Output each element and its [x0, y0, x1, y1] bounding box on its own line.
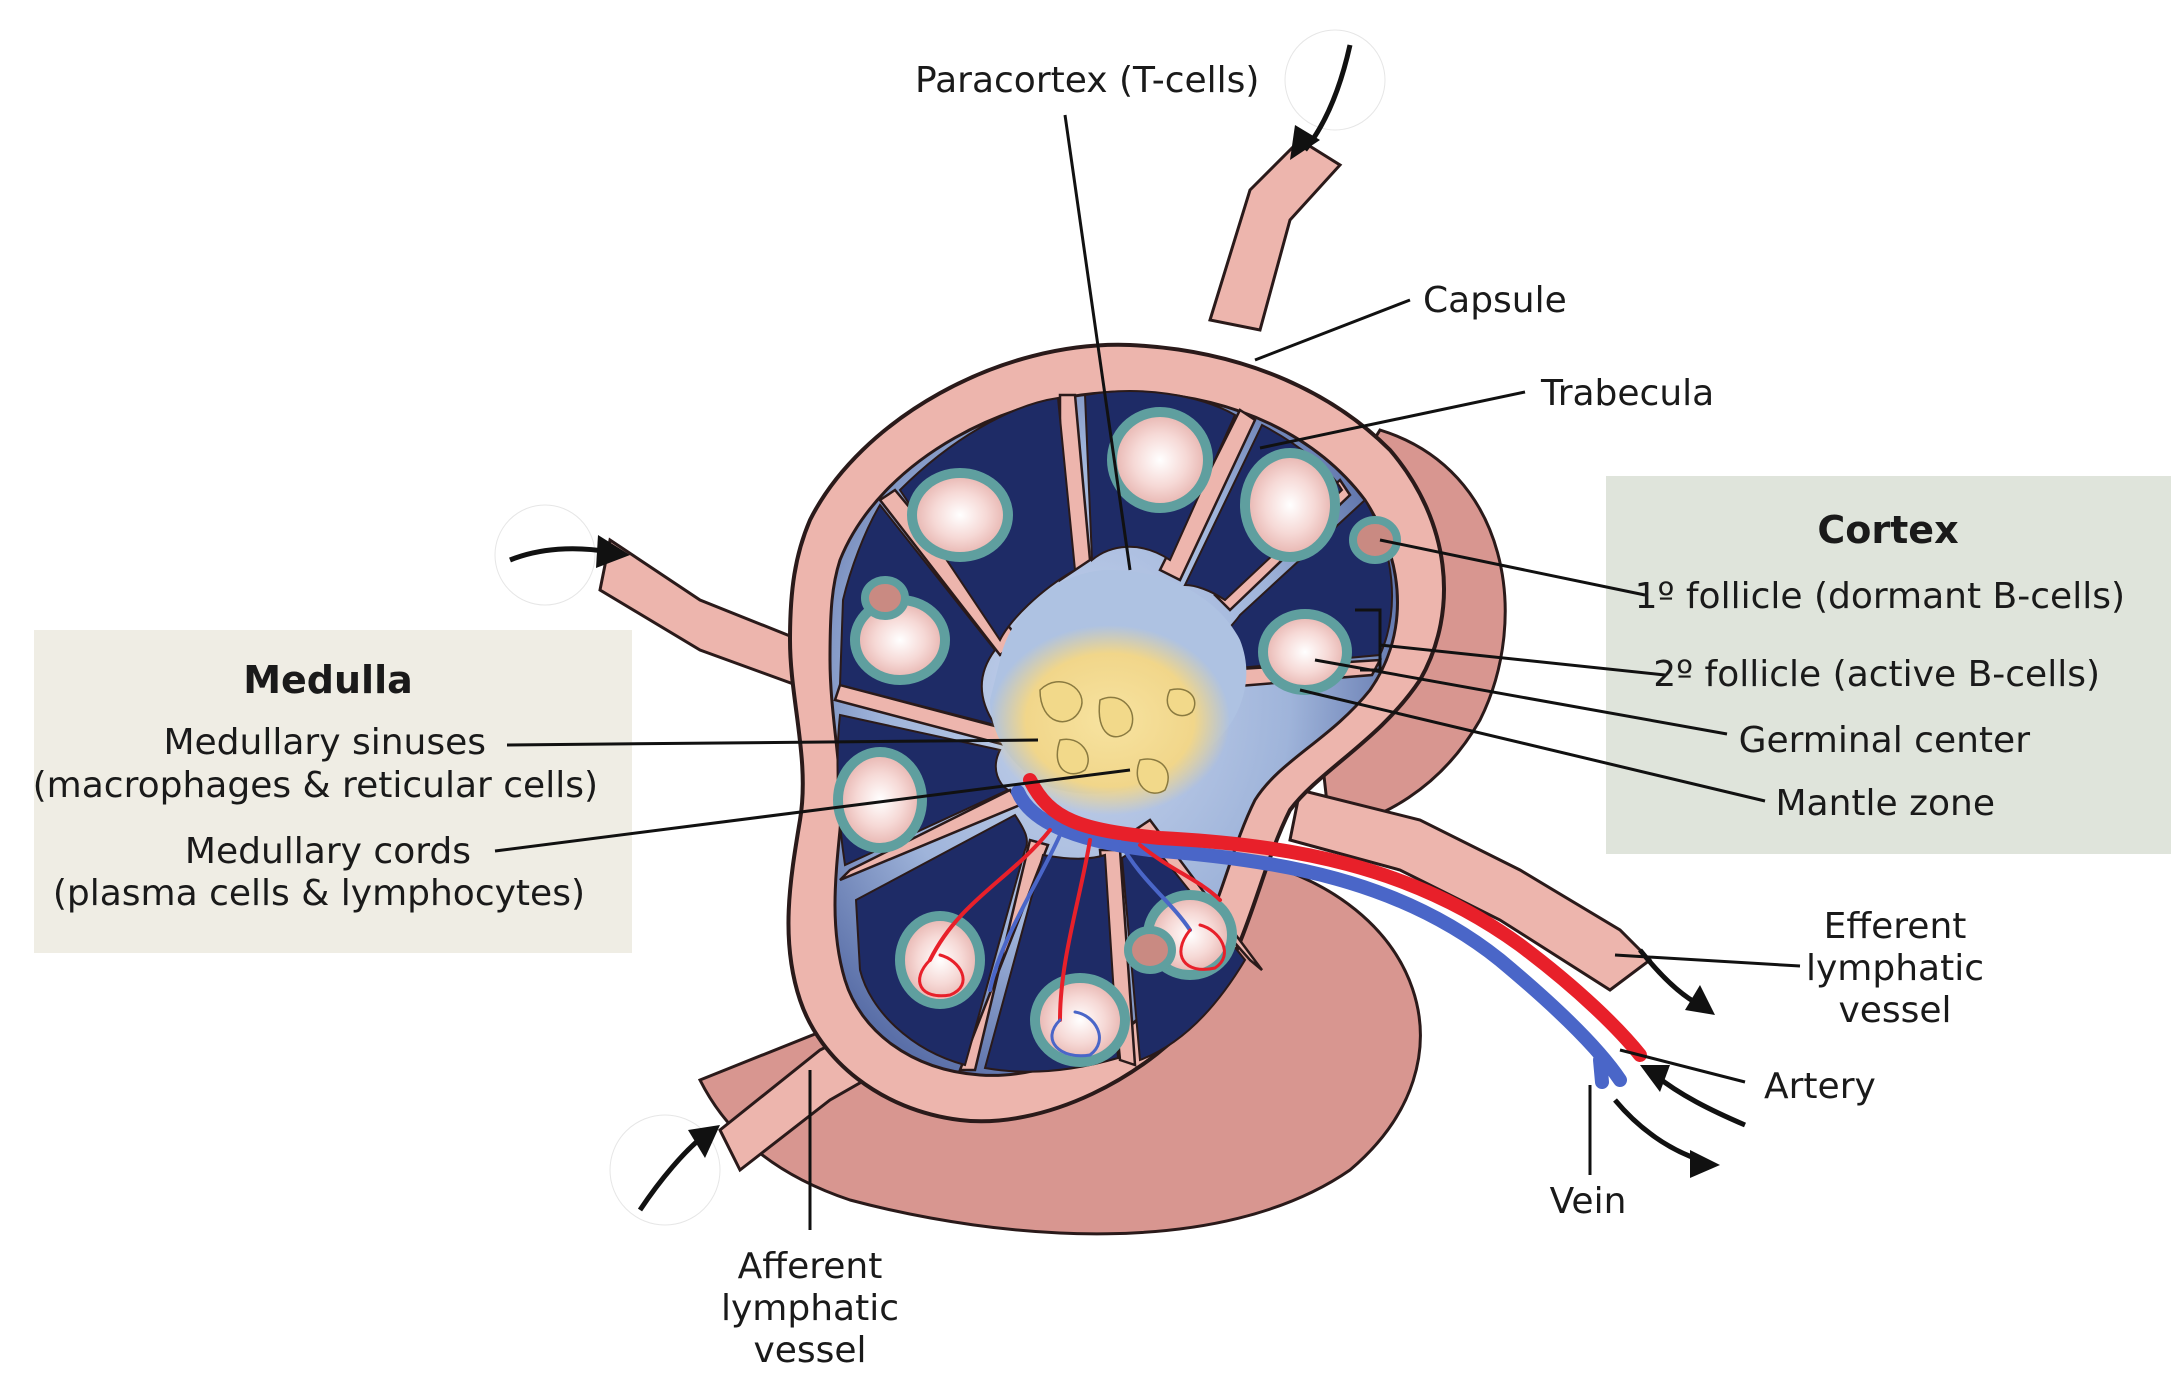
follicle [907, 468, 1013, 562]
medulla-box [34, 630, 632, 953]
label-secondary-follicle: 2º follicle (active B-cells) [1653, 654, 2100, 695]
follicle [833, 747, 927, 853]
vein-vessel [1011, 785, 1627, 1087]
follicle [1258, 609, 1352, 695]
label-vein: Vein [1550, 1181, 1627, 1222]
medulla-title: Medulla [243, 658, 413, 702]
primary-follicles [861, 516, 1401, 974]
leader-lines [494, 114, 1801, 1230]
label-capsule: Capsule [1423, 280, 1567, 321]
blood-vessels [918, 773, 1647, 1087]
artery-vessel [1023, 773, 1647, 1062]
efferent-vessel [1288, 788, 1653, 992]
label-medullary-sinuses-1: Medullary sinuses [163, 722, 486, 763]
label-efferent-3: vessel [1838, 990, 1951, 1031]
follicle [895, 911, 985, 1009]
secondary-follicles [833, 407, 1352, 1067]
vein-tip [1593, 1053, 1609, 1089]
label-afferent-1: Afferent [738, 1246, 883, 1287]
label-primary-follicle: 1º follicle (dormant B-cells) [1635, 576, 2125, 617]
follicle [1107, 407, 1213, 513]
primary-follicle [861, 576, 909, 620]
label-afferent-2: lymphatic [721, 1288, 899, 1329]
cortex-box [1606, 476, 2171, 854]
label-efferent-1: Efferent [1824, 906, 1967, 947]
afferent-vessel-top [1208, 138, 1343, 332]
label-mantle-zone: Mantle zone [1775, 783, 1995, 824]
label-germinal-center: Germinal center [1739, 720, 2031, 761]
medullary-cords [1039, 680, 1196, 794]
label-medullary-cords-2: (plasma cells & lymphocytes) [53, 873, 585, 914]
follicle [1240, 448, 1340, 562]
label-artery: Artery [1764, 1066, 1876, 1107]
subcapsular-sinuses [836, 390, 1393, 1073]
primary-follicle [1124, 926, 1176, 974]
label-paracortex: Paracortex (T-cells) [915, 60, 1259, 101]
primary-follicle [1349, 516, 1401, 564]
label-afferent-3: vessel [753, 1330, 866, 1371]
label-trabecula: Trabecula [1540, 373, 1714, 414]
label-efferent-2: lymphatic [1806, 948, 1984, 989]
cortex-title: Cortex [1817, 508, 1958, 552]
label-medullary-cords-1: Medullary cords [185, 831, 471, 872]
follicle [1030, 973, 1130, 1067]
flow-arrows [494, 29, 1746, 1226]
label-medullary-sinuses-2: (macrophages & reticular cells) [33, 765, 598, 806]
